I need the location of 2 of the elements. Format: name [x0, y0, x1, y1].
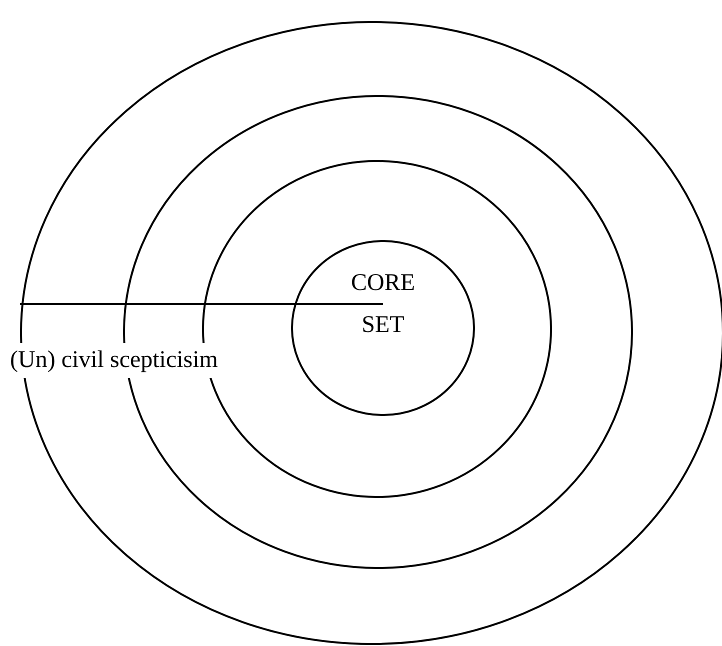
core-label: CORE SET	[350, 269, 416, 340]
ring-label: (Un) civil scepticisim	[8, 343, 220, 378]
